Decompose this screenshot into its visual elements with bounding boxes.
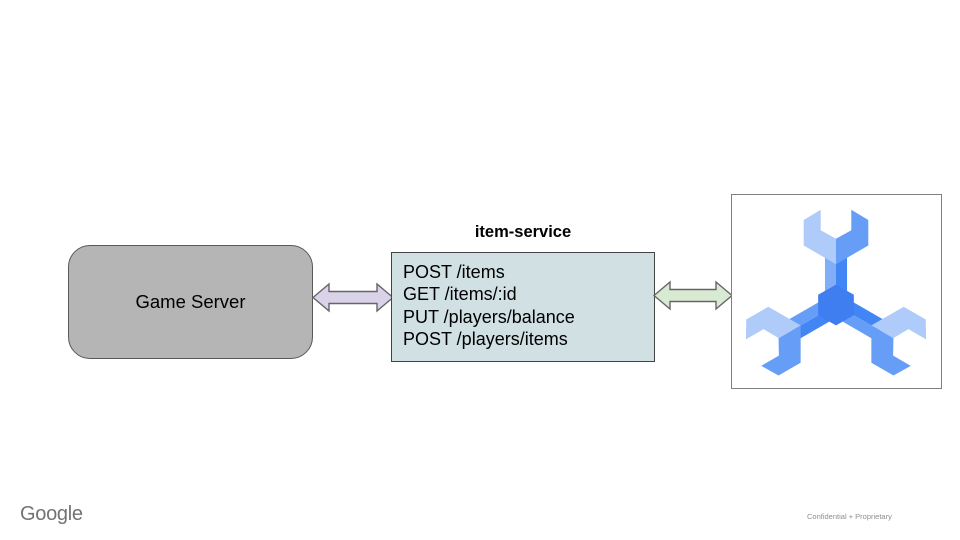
item-service-node: POST /items GET /items/:id PUT /players/… xyxy=(391,252,655,362)
icon-face xyxy=(871,325,911,376)
double-arrow-shape xyxy=(652,280,734,311)
endpoint: GET /items/:id xyxy=(403,284,517,305)
confidential-note: Confidential + Proprietary xyxy=(807,512,892,521)
item-service-title: item-service xyxy=(474,223,572,241)
icon-hub-face xyxy=(818,284,854,326)
spanner-arm-bottom-right xyxy=(824,292,927,376)
icon-face xyxy=(761,325,801,376)
game-server-node: Game Server xyxy=(68,245,313,359)
cloud-spanner-icon xyxy=(745,209,927,376)
icon-face xyxy=(745,306,801,340)
double-arrow-shape xyxy=(311,282,395,313)
bidirectional-arrow-left xyxy=(311,282,395,313)
endpoint: POST /players/items xyxy=(403,329,568,350)
endpoint: PUT /players/balance xyxy=(403,306,575,327)
google-wordmark: Google xyxy=(20,503,83,525)
bidirectional-arrow-right xyxy=(652,280,734,311)
icon-face xyxy=(803,209,836,265)
cloud-spanner-node xyxy=(731,194,942,389)
icon-face xyxy=(836,209,869,265)
icon-face xyxy=(871,306,927,340)
endpoint: POST /items xyxy=(403,262,505,282)
game-server-label: Game Server xyxy=(135,291,246,312)
